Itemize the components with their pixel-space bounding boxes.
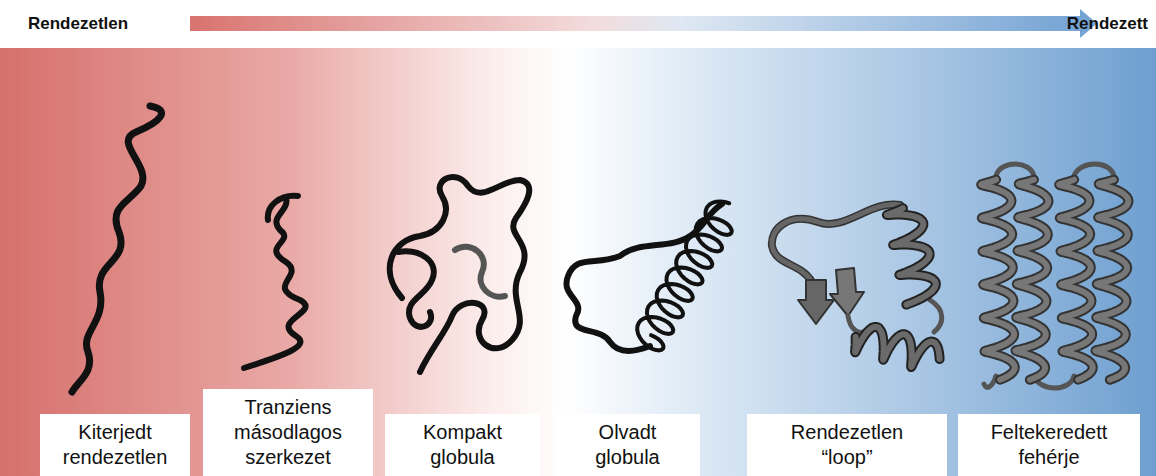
state-label: Feltekeredett fehérje — [964, 420, 1134, 470]
compact-globule — [390, 177, 530, 372]
alpha-helix — [1096, 180, 1129, 380]
label-box: Olvadt globula — [555, 414, 700, 476]
label-box: Feltekeredett fehérje — [958, 414, 1140, 476]
alpha-helix — [1096, 180, 1129, 380]
alpha-helix — [1059, 180, 1093, 380]
molten-globule-chain — [566, 204, 722, 351]
alpha-helix — [1016, 180, 1049, 380]
molten-coil — [637, 201, 732, 350]
label-box: Tranziens másodlagos szerkezet — [203, 389, 373, 476]
alpha-helix — [1016, 180, 1049, 380]
alpha-helix — [1059, 180, 1093, 380]
helix-layer — [637, 180, 1128, 380]
transient-chain — [244, 196, 306, 368]
alpha-helix — [855, 327, 940, 367]
order-label: Rendezett — [1067, 14, 1148, 34]
label-box: Kompakt globula — [385, 414, 540, 476]
alpha-helix — [981, 180, 1015, 380]
extended-chain — [72, 106, 162, 392]
order-label: Rendezetlen — [28, 14, 128, 34]
state-label: Kompakt globula — [395, 420, 530, 470]
label-box: Rendezetlen “loop” — [747, 414, 947, 476]
alpha-helix — [981, 180, 1015, 380]
disordered-loop-protein — [772, 204, 942, 332]
alpha-helix — [855, 327, 940, 367]
alpha-helix — [887, 208, 936, 304]
state-label: Kiterjedt rendezetlen — [50, 420, 180, 470]
order-arrow — [190, 9, 1097, 38]
state-label: Rendezetlen “loop” — [781, 420, 913, 470]
state-label: Olvadt globula — [565, 420, 690, 470]
alpha-helix — [887, 208, 936, 304]
state-label: Tranziens másodlagos szerkezet — [211, 395, 365, 470]
label-box: Kiterjedt rendezetlen — [40, 414, 190, 476]
